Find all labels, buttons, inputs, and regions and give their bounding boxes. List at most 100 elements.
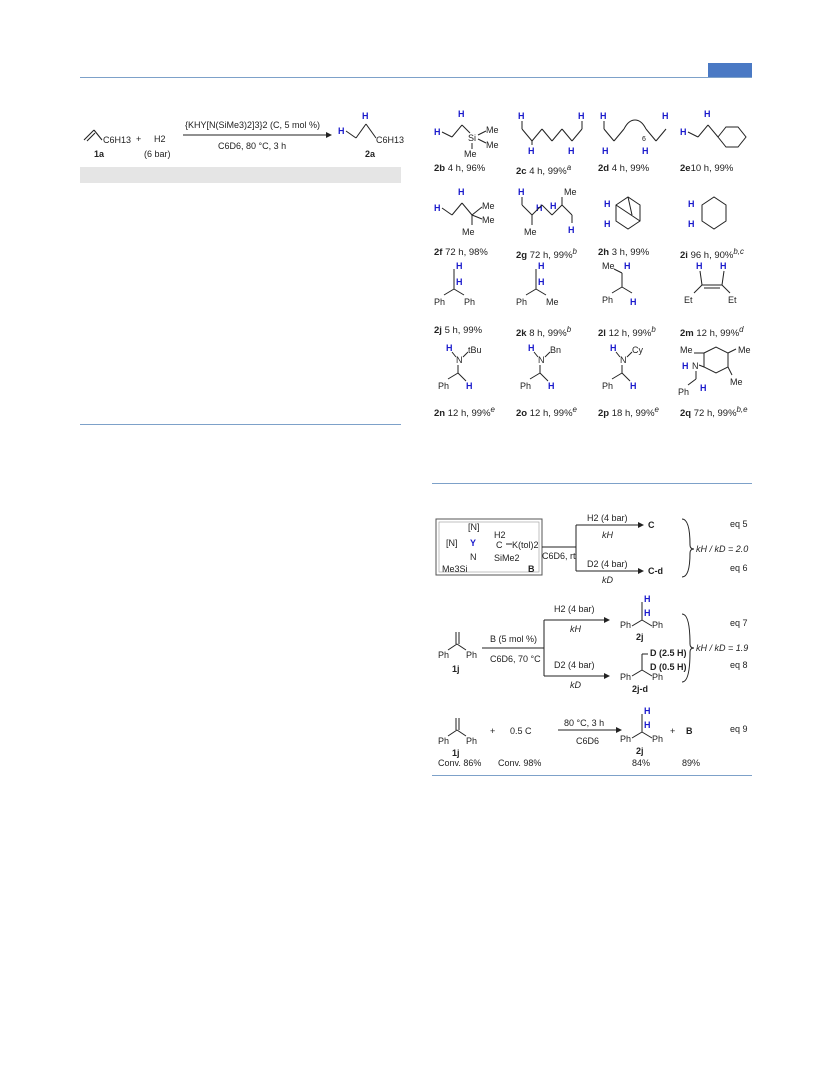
svg-text:C-d: C-d (648, 566, 663, 576)
svg-text:N: N (456, 355, 463, 365)
svg-text:[N]: [N] (446, 538, 458, 548)
header-color-tab (708, 63, 752, 77)
svg-text:H: H (700, 383, 707, 393)
svg-text:kH / kD = 1.9: kH / kD = 1.9 (696, 643, 748, 653)
svg-text:tBu: tBu (468, 345, 482, 355)
svg-text:Ph: Ph (466, 650, 477, 660)
svg-text:(6 bar): (6 bar) (144, 149, 171, 159)
svg-text:6: 6 (642, 136, 646, 143)
svg-text:C6D6, 70 °C: C6D6, 70 °C (490, 654, 541, 664)
svg-text:+: + (136, 134, 141, 144)
compound-2m: H H Et Et 2m 12 h, 99%d (678, 259, 760, 339)
svg-text:H: H (630, 381, 637, 391)
svg-text:N: N (470, 552, 477, 562)
compound-2q: Me Me Me H N Ph H 2q 72 h, 99%b,e (678, 339, 760, 419)
svg-text:H: H (644, 594, 651, 604)
reactant-id: 1a (94, 149, 105, 159)
svg-text:H: H (434, 203, 441, 213)
label-2i: 2i 96 h, 90%b,c (680, 247, 744, 262)
svg-text:H: H (644, 608, 651, 618)
svg-text:H: H (644, 720, 651, 730)
svg-text:Ph: Ph (620, 620, 631, 630)
svg-text:Me3Si: Me3Si (442, 564, 468, 574)
svg-text:+: + (670, 726, 675, 736)
compound-2j: H H Ph Ph 2j 5 h, 99% (432, 259, 514, 339)
label-2p: 2p 18 h, 99%e (598, 405, 659, 420)
svg-text:Et: Et (728, 295, 737, 305)
header-rule (80, 77, 752, 78)
svg-text:C6D6, rt: C6D6, rt (542, 551, 576, 561)
scheme-eq5-eq6: [N] [N] Y H2 C K(tol)2 N SiMe2 Me3Si B H… (435, 513, 748, 585)
compound-2g: H H Me Me H H 2g 72 h, 99%b (514, 181, 596, 261)
svg-text:Ph: Ph (652, 620, 663, 630)
svg-text:H: H (630, 297, 637, 307)
svg-text:Si: Si (468, 133, 476, 143)
compound-2b: H H Si Me Me Me 2b 4 h, 96% (432, 97, 514, 177)
svg-text:H: H (642, 146, 649, 156)
label-2n: 2n 12 h, 99%e (434, 405, 495, 420)
svg-text:N: N (538, 355, 545, 365)
svg-text:D2 (4 bar): D2 (4 bar) (587, 559, 628, 569)
svg-text:C: C (496, 540, 503, 550)
svg-text:Et: Et (684, 295, 693, 305)
svg-text:B: B (686, 726, 693, 736)
compound-2o: H N Bn Ph H 2o 12 h, 99%e (514, 339, 596, 419)
svg-text:H: H (338, 126, 345, 136)
svg-text:N: N (692, 361, 699, 371)
scheme-eq9: Ph Ph 1j + 0.5 C 80 °C, 3 h C6D6 H H Ph … (438, 706, 748, 768)
svg-text:[N]: [N] (468, 522, 480, 532)
svg-text:Me: Me (482, 215, 495, 225)
svg-text:H: H (610, 343, 617, 353)
svg-text:Me: Me (524, 227, 537, 237)
svg-text:Cy: Cy (632, 345, 643, 355)
svg-text:80 °C, 3 h: 80 °C, 3 h (564, 718, 604, 728)
compound-2c: H H H H 2c 4 h, 99%a (514, 97, 596, 177)
left-footer-rule (80, 424, 401, 425)
svg-text:Ph: Ph (652, 672, 663, 682)
svg-text:H: H (604, 199, 611, 209)
table-header-bar (80, 167, 401, 183)
svg-text:H: H (600, 111, 607, 121)
label-2c: 2c 4 h, 99%a (516, 163, 572, 178)
svg-text:Ph: Ph (438, 650, 449, 660)
svg-text:2j: 2j (636, 632, 644, 642)
svg-text:D (0.5 H): D (0.5 H) (650, 662, 687, 672)
label-2b: 2b 4 h, 96% (434, 163, 486, 174)
svg-text:H: H (518, 111, 525, 121)
right-section-rule-top (432, 483, 752, 484)
compound-2f: H H Me Me Me 2f 72 h, 98% (432, 181, 514, 261)
svg-text:H: H (602, 146, 609, 156)
compound-2n: H N tBu Ph H 2n 12 h, 99%e (432, 339, 514, 419)
svg-text:Me: Me (738, 345, 751, 355)
svg-text:H: H (688, 219, 695, 229)
svg-text:Me: Me (486, 125, 499, 135)
svg-text:B (5 mol %): B (5 mol %) (490, 634, 537, 644)
svg-text:H2: H2 (154, 134, 166, 144)
svg-text:H: H (662, 111, 669, 121)
svg-text:+: + (490, 726, 495, 736)
label-2o: 2o 12 h, 99%e (516, 405, 577, 420)
svg-text:Me: Me (462, 227, 475, 237)
svg-text:H: H (578, 111, 585, 121)
svg-text:Y: Y (470, 538, 476, 548)
svg-text:eq 7: eq 7 (730, 618, 748, 628)
svg-text:H: H (458, 109, 465, 119)
svg-text:B: B (528, 564, 535, 574)
scheme-eq7-eq8: Ph Ph 1j B (5 mol %) C6D6, 70 °C H2 (4 b… (438, 594, 748, 694)
svg-text:eq 8: eq 8 (730, 660, 748, 670)
svg-text:H2 (4 bar): H2 (4 bar) (587, 513, 628, 523)
svg-text:H: H (456, 277, 463, 287)
svg-text:Ph: Ph (438, 736, 449, 746)
svg-text:1j: 1j (452, 664, 460, 674)
substrate-scope-grid: H H Si Me Me Me 2b 4 h, 96% H H H (432, 97, 762, 433)
svg-text:0.5 C: 0.5 C (510, 726, 532, 736)
label-2q: 2q 72 h, 99%b,e (680, 405, 748, 420)
label-2e: 2e10 h, 99% (680, 163, 734, 174)
svg-text:H: H (548, 381, 555, 391)
svg-text:H: H (604, 219, 611, 229)
svg-text:C6D6: C6D6 (576, 736, 599, 746)
label-2d: 2d 4 h, 99% (598, 163, 650, 174)
svg-text:Ph: Ph (652, 734, 663, 744)
compound-2k: H H Ph Me 2k 8 h, 99%b (514, 259, 596, 339)
svg-text:Me: Me (482, 201, 495, 211)
